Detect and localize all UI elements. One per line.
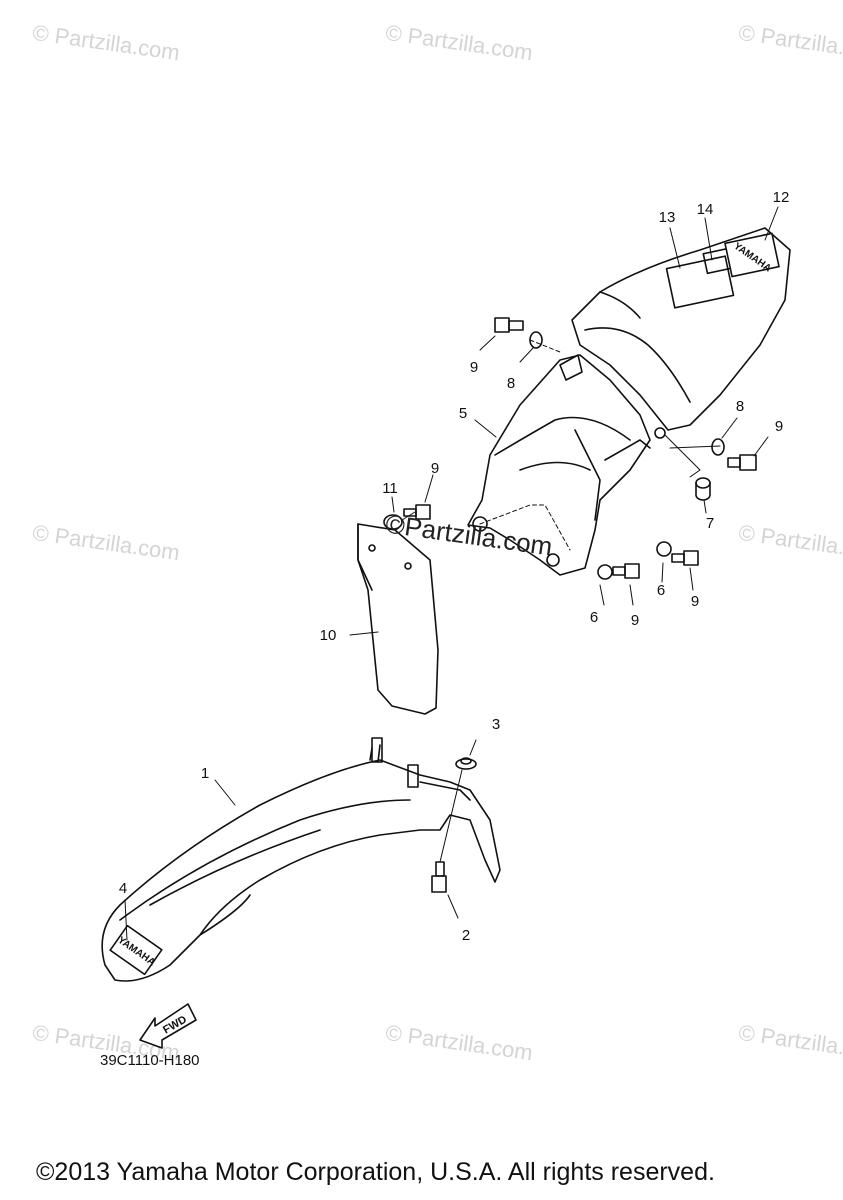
copyright-notice: ©2013 Yamaha Motor Corporation, U.S.A. A…: [36, 1158, 715, 1186]
bolt-9c: [403, 504, 431, 520]
callout-9c: 9: [431, 460, 439, 477]
bolt-2: [431, 861, 447, 893]
bolt-9a: [494, 317, 524, 333]
bolt-9b: [727, 454, 757, 471]
callout-9d: 9: [631, 612, 639, 629]
callout-7: 7: [706, 515, 714, 532]
callout-2: 2: [462, 927, 470, 944]
collar-7: [695, 477, 711, 501]
front-fender: YAMAHA: [101, 737, 501, 982]
fasteners: [383, 317, 757, 893]
callout-3: 3: [492, 716, 500, 733]
callout-6b: 6: [657, 582, 665, 599]
diagram-code: 39C1110-H180: [100, 1052, 200, 1069]
callout-9b: 9: [775, 418, 783, 435]
collar-6a: [597, 564, 613, 580]
callout-8a: 8: [507, 375, 515, 392]
callout-11: 11: [382, 480, 398, 497]
washer-8b: [711, 438, 725, 456]
callout-12: 12: [773, 189, 790, 206]
callout-5: 5: [459, 405, 467, 422]
callout-10: 10: [320, 627, 337, 644]
callout-9a: 9: [470, 359, 478, 376]
rear-fender-inner: [467, 354, 666, 576]
callout-1: 1: [201, 765, 209, 782]
washer-8a: [529, 331, 543, 349]
bolt-9d: [612, 563, 640, 579]
leader-lines: [401, 339, 721, 863]
grommet-11: [383, 514, 403, 530]
bolt-9e: [671, 550, 699, 566]
grommet-3: [455, 757, 477, 770]
callout-14: 14: [697, 201, 714, 218]
callout-6a: 6: [590, 609, 598, 626]
callout-leaders: [124, 206, 779, 941]
mud-flap: [357, 523, 439, 715]
callout-4: 4: [119, 880, 127, 897]
callout-8b: 8: [736, 398, 744, 415]
collar-6b: [656, 541, 672, 557]
callout-labels: 1 2 3 4 5 6 6 7 8 8 9 9 9 9 9 10 11 12 1…: [119, 189, 790, 944]
rear-fender: YAMAHA: [571, 227, 791, 431]
callout-9e: 9: [691, 593, 699, 610]
fwd-arrow-icon: FWD: [139, 1003, 197, 1049]
callout-13: 13: [659, 209, 676, 226]
